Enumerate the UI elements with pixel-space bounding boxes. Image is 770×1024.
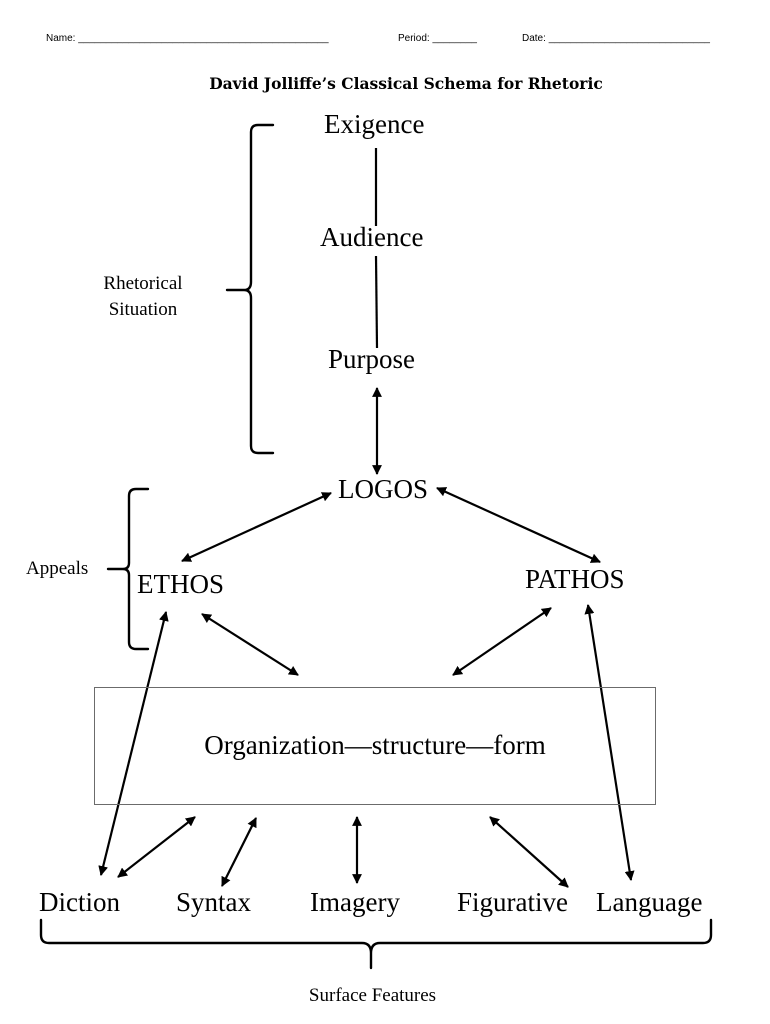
node-exigence: Exigence (324, 109, 425, 139)
node-ethos: ETHOS (137, 569, 224, 599)
appeals-label: Appeals (26, 558, 89, 579)
rhetorical-situation-label: Rhetorical Situation (82, 271, 204, 323)
rhetorical-situation-label-line2: Situation (108, 299, 178, 320)
feature-imagery: Imagery (310, 887, 400, 917)
period-field: Period: ________ (398, 33, 477, 44)
date-blank: _____________________________ (548, 33, 710, 44)
line-audience-purpose (374, 255, 379, 349)
rhetorical-situation-brace (225, 123, 275, 455)
feature-diction: Diction (39, 887, 120, 917)
feature-language: Language (596, 887, 703, 917)
page-title: David Jolliffe’s Classical Schema for Rh… (209, 74, 603, 93)
name-field: Name: __________________________________… (46, 33, 329, 44)
feature-figurative: Figurative (457, 887, 568, 917)
appeals-brace (106, 487, 150, 651)
feature-syntax: Syntax (176, 887, 252, 917)
organization-box: Organization—structure—form (94, 687, 656, 805)
date-field: Date: _____________________________ (522, 33, 710, 44)
period-blank: ________ (432, 33, 477, 44)
node-pathos: PATHOS (525, 564, 625, 594)
arrow-pathos-language (584, 604, 635, 881)
node-purpose: Purpose (328, 344, 415, 374)
surface-features-brace (39, 918, 713, 970)
organization-text: Organization—structure—form (204, 730, 546, 760)
node-logos: LOGOS (338, 474, 429, 504)
name-label: Name: (46, 33, 76, 44)
arrow-organization-diction (117, 816, 196, 878)
surface-features-label: Surface Features (308, 985, 437, 1006)
arrow-logos-pathos (436, 486, 601, 564)
name-blank: ________________________________________… (78, 33, 329, 44)
arrow-pathos-organization (452, 607, 552, 676)
arrow-organization-figurative (489, 816, 569, 888)
arrow-ethos-diction (98, 611, 169, 876)
node-audience: Audience (320, 222, 424, 252)
arrow-ethos-organization (201, 613, 299, 676)
rhetorical-situation-label-line1: Rhetorical (103, 273, 183, 294)
date-label: Date: (522, 33, 546, 44)
arrow-organization-syntax (221, 817, 257, 887)
arrow-logos-ethos (181, 491, 332, 563)
period-label: Period: (398, 33, 430, 44)
